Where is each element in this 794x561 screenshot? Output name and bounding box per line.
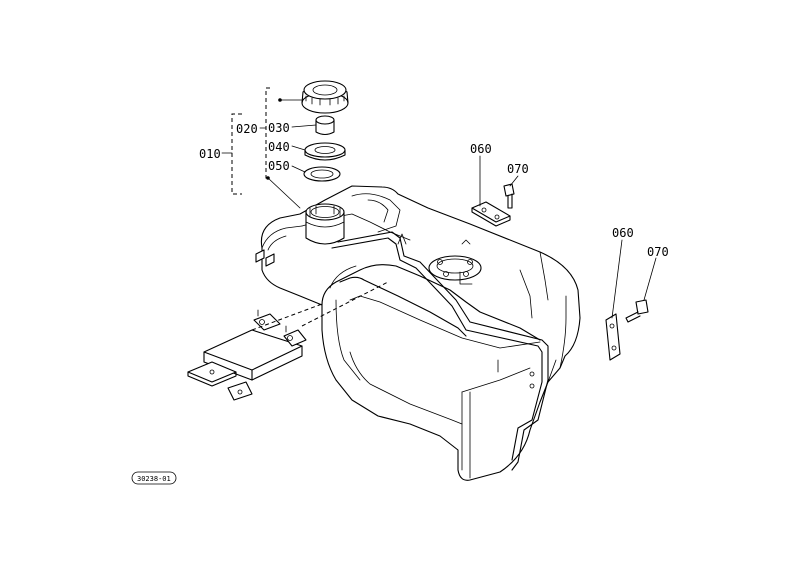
- group-bracket-020: [259, 87, 270, 179]
- gasket-ring: [304, 142, 346, 161]
- filler-neck: [305, 203, 345, 245]
- strainer: [315, 115, 335, 136]
- callout-010: 010: [199, 147, 221, 161]
- callout-040: 040: [268, 140, 290, 154]
- leader-lines: [251, 98, 657, 331]
- bolt-right: [625, 299, 649, 323]
- strap-plate-right: [605, 313, 621, 361]
- drawing-code: 30238-01: [137, 475, 171, 483]
- callout-060-right: 060: [612, 226, 634, 240]
- strap-plate-upper: [471, 201, 511, 227]
- mounting-bracket: [187, 309, 307, 401]
- callout-050: 050: [268, 159, 290, 173]
- filler-cap: [301, 80, 349, 114]
- bolt-upper: [503, 183, 515, 209]
- tank-strap-upper: [331, 231, 549, 471]
- callout-070-right: 070: [647, 245, 669, 259]
- callout-060-upper: 060: [470, 142, 492, 156]
- fuel-tank-body: [255, 185, 581, 481]
- callout-020: 020: [236, 122, 258, 136]
- sender-port: [428, 239, 482, 285]
- group-bracket-010: [221, 113, 242, 195]
- seal-ring: [303, 166, 341, 182]
- drawing-code-stamp: 30238-01: [131, 471, 177, 485]
- callout-030: 030: [268, 121, 290, 135]
- callout-070-upper: 070: [507, 162, 529, 176]
